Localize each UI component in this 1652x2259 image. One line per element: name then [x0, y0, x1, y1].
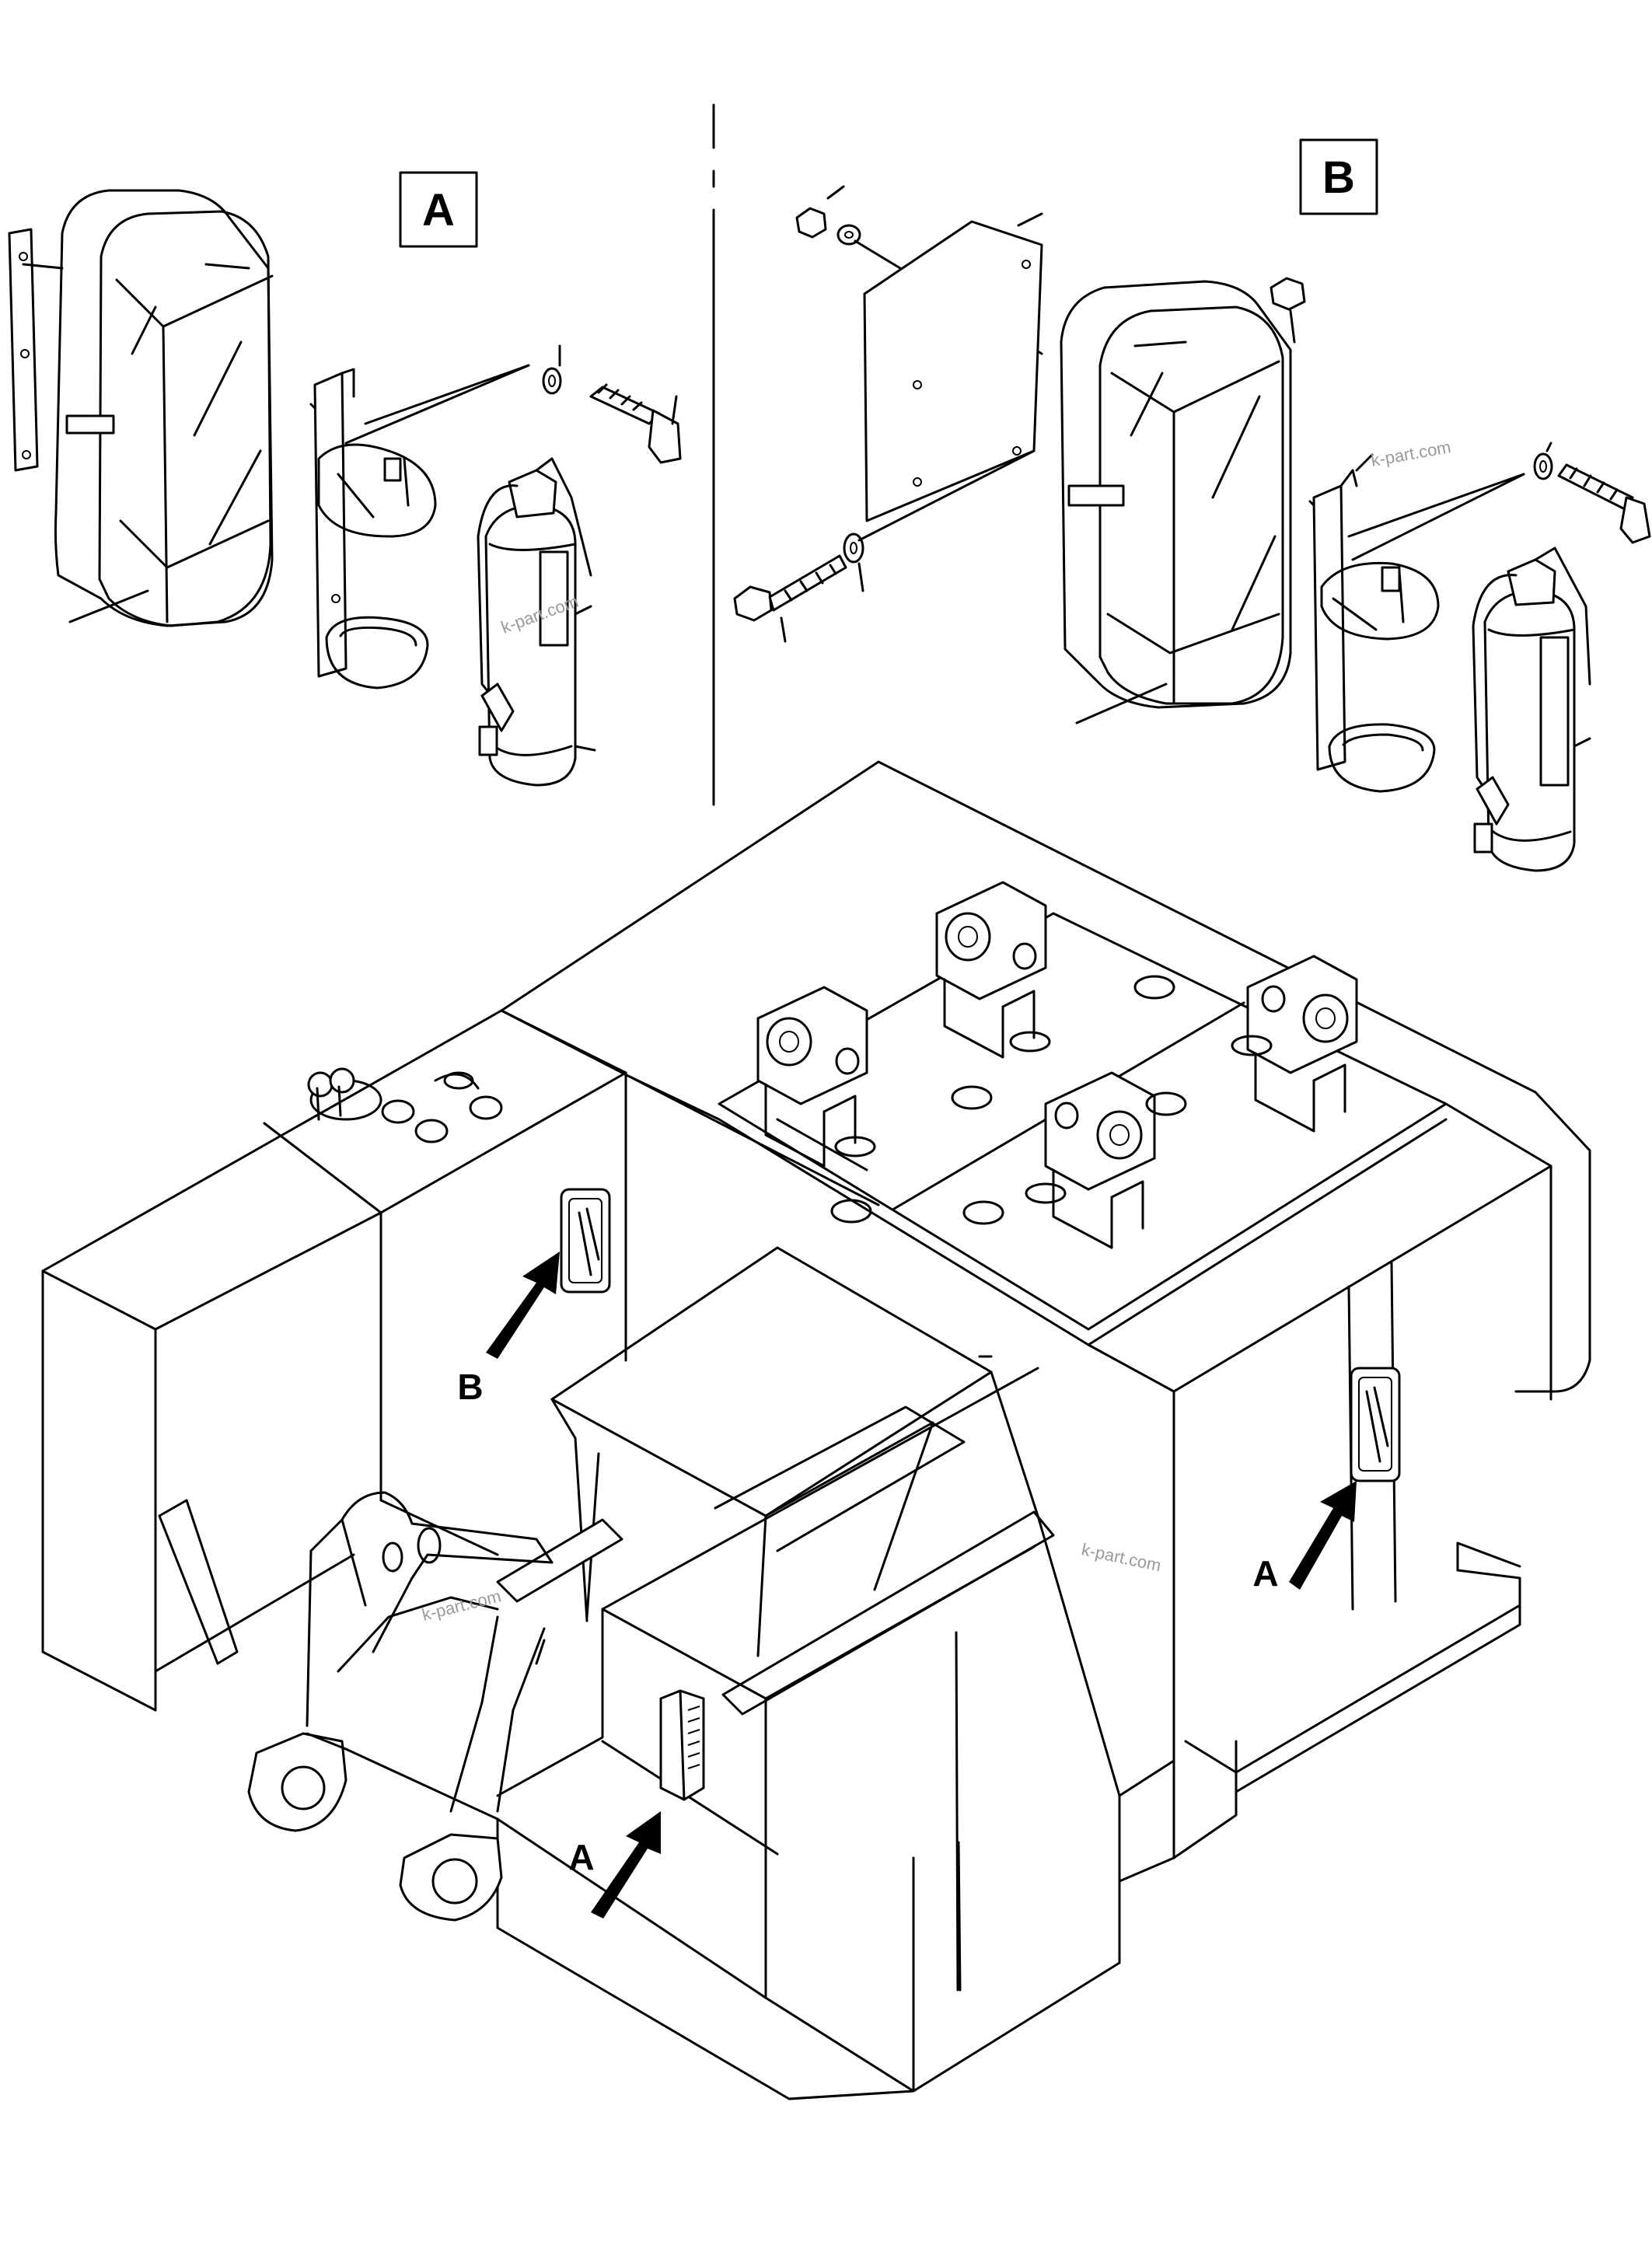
watermark-2: k-part.com: [1370, 437, 1453, 470]
detail-b-group: B: [733, 138, 1651, 872]
arrow-b: [486, 1252, 560, 1359]
arrow-a-center: [591, 1811, 661, 1919]
detail-b-label-box: [1299, 138, 1378, 215]
watermark-3: k-part.com: [1080, 1539, 1163, 1575]
extinguisher-cabinet-a: [22, 189, 274, 627]
extinguisher-cabinet-b: [1060, 280, 1292, 724]
watermark-4: k-part.com: [420, 1586, 503, 1624]
arrow-a-right: [1289, 1481, 1357, 1590]
cabinet-position-a-right: [1350, 1367, 1401, 1482]
link-arm: [247, 1491, 554, 1922]
extinguisher-a: [477, 457, 596, 787]
motor-2: [935, 881, 1051, 1059]
detail-a-group: A: [8, 171, 682, 787]
cabinet-position-a-center: [659, 1689, 705, 1801]
callout-a-center: A: [568, 1837, 594, 1877]
cabinet-position-b: [560, 1188, 611, 1294]
bracket-a: [309, 364, 530, 690]
bolt-b-lower: [733, 449, 1036, 643]
motor-4: [1231, 955, 1358, 1133]
machine-body: B A A: [41, 760, 1591, 2100]
extinguisher-b: [1472, 546, 1591, 872]
detail-a-label-box: [399, 171, 478, 248]
motor-3: [1025, 1071, 1156, 1249]
bolt-a: [542, 344, 682, 464]
bracket-b: [1308, 453, 1525, 793]
mounting-plate-b: [863, 212, 1043, 522]
detail-b-label: B: [1322, 152, 1355, 203]
bolt-b-right: [1533, 442, 1651, 544]
detail-a-label: A: [422, 185, 455, 236]
valve-fittings: [307, 1067, 503, 1143]
callout-b: B: [457, 1367, 483, 1407]
motor-1: [756, 986, 876, 1168]
callout-a-right: A: [1252, 1553, 1278, 1594]
